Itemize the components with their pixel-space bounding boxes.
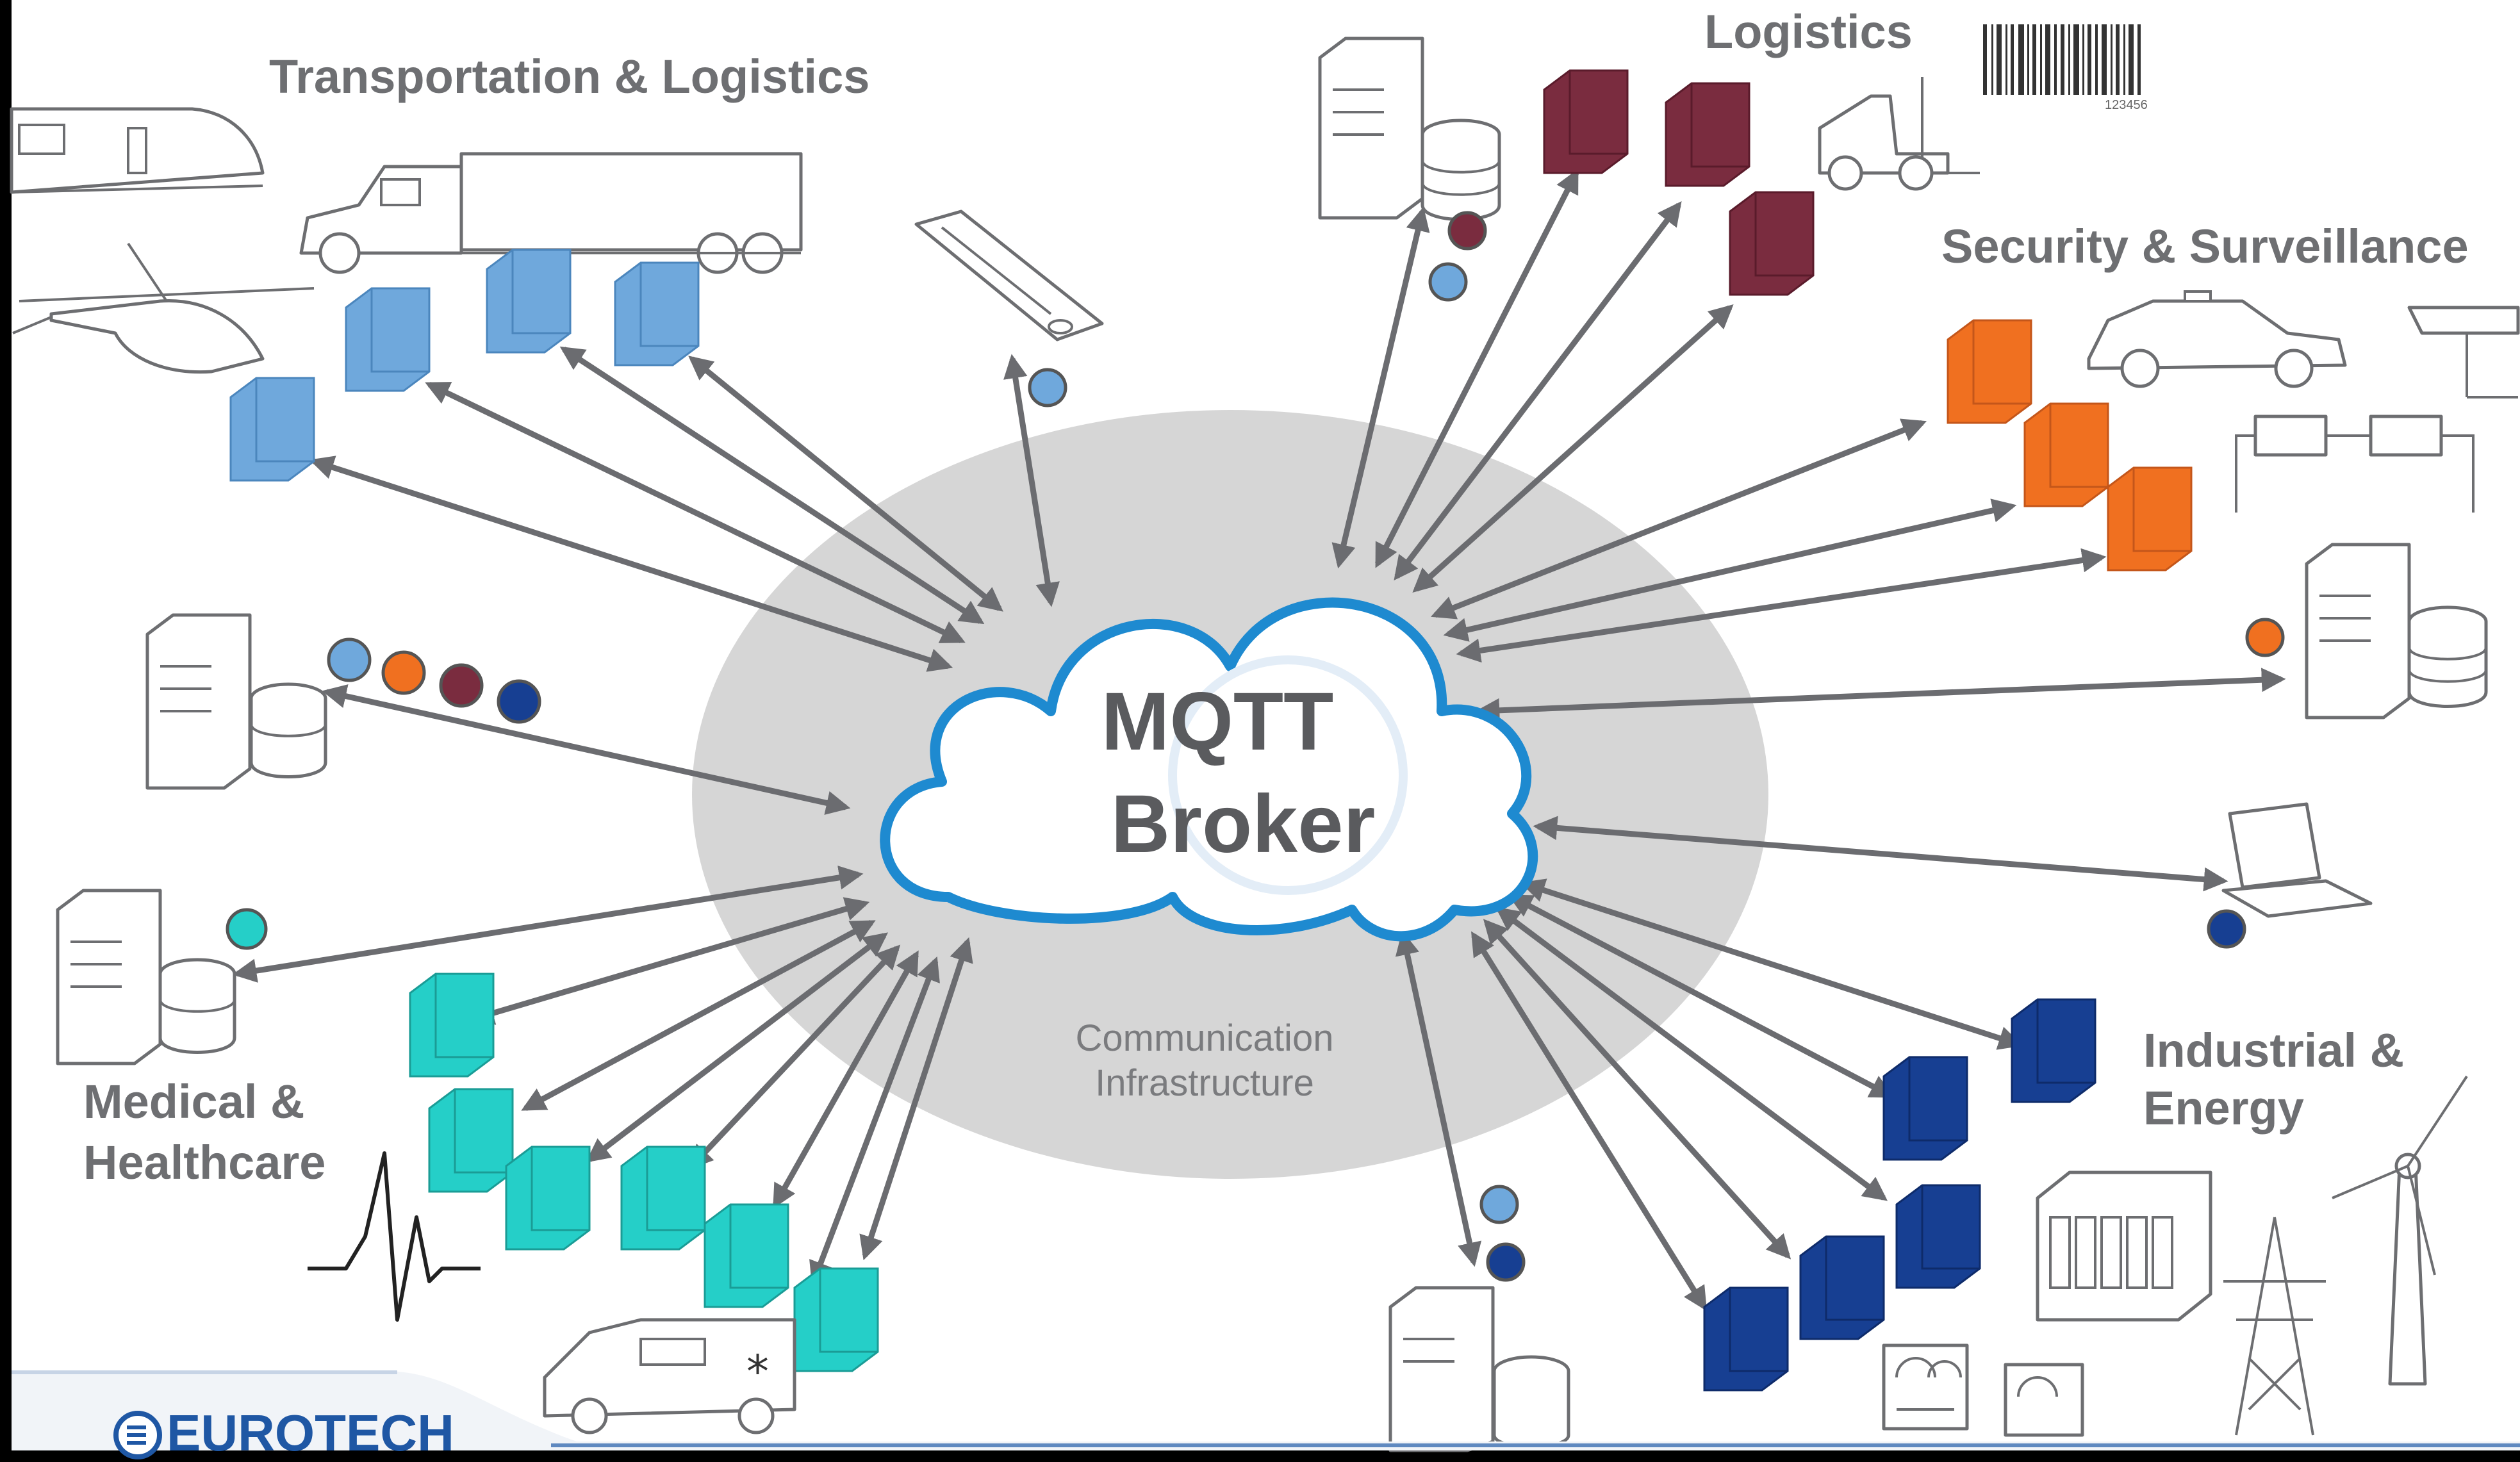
ambulance-icon: * [543,1318,796,1434]
security-devices [1947,319,2193,571]
transport-device-3 [486,249,572,354]
bottom-edge [0,1450,2520,1462]
security-device-2 [2023,402,2109,507]
sector-label-industrial-line2: Energy [2143,1081,2304,1135]
logistics-devices [1543,69,1815,296]
security-device-1 [1947,319,2032,424]
meter-icon [1882,1343,2084,1437]
laptop-icon [2221,802,2373,918]
broker-title-line1: MQTT [1101,676,1334,768]
transport-topic-dot [1428,262,1468,302]
bottom-server [1388,1185,1570,1452]
handheld-topic-dot [1028,368,1067,407]
server-icon [1318,37,1424,220]
logistics-server [1318,37,1501,302]
industrial-device-2 [1882,1056,1968,1161]
transport-device-2 [345,287,431,392]
wind-turbine-icon [2332,1075,2468,1386]
brand-name: EUROTECH [167,1404,454,1461]
medical-topic-dot-2 [381,650,426,695]
server-icon [2305,543,2411,719]
industrial-device-3 [1895,1184,1981,1289]
industrial-device-1 [2011,998,2096,1103]
database-icon [1421,119,1501,221]
helicopter-icon [12,242,315,374]
broker-title-line2: Broker [1111,778,1376,870]
transport-device-1 [229,377,315,482]
medical-device-5 [704,1203,789,1308]
security-topic-dot [2245,618,2285,657]
server-icon [1388,1286,1495,1452]
logistics-device-1 [1543,69,1629,174]
sector-label-logistics: Logistics [1704,5,1913,58]
arrow-medical-server-top [322,684,851,815]
bottom-topic-dot-2 [1486,1242,1526,1282]
arrow-bottom-server [1395,930,1482,1267]
medical-topic-dot-1 [327,637,372,682]
industrial-device-4 [1799,1235,1885,1340]
footer-band [12,1370,2520,1450]
arrow-security-server [1475,668,2286,723]
medical-device-4 [620,1146,706,1251]
bottom-topic-dot-1 [1479,1185,1519,1224]
industrial-device-5 [1703,1286,1789,1392]
medical-device-1 [409,973,495,1078]
security-server [2245,543,2488,719]
transport-device-4 [614,261,700,366]
handheld-device-icon [914,209,1104,341]
medical-device-3 [505,1146,591,1251]
database-icon [2407,605,2488,708]
barcode-icon: 123456 [1980,19,2148,112]
transport-devices [229,249,700,482]
sector-label-industrial-line1: Industrial & [2143,1024,2404,1077]
server-icon [56,889,162,1065]
medical-device-6 [793,1267,879,1372]
industrial-devices [1703,998,2096,1392]
surveillance-camera-icon [2235,306,2520,513]
arrow-handheld [1003,354,1060,607]
arrow-laptop [1533,816,2228,892]
infrastructure-label-line1: Communication [1076,1017,1334,1059]
medical-topic-dot-3 [439,663,484,708]
sector-label-medical-line1: Medical & [83,1075,304,1128]
security-device-3 [2107,466,2193,571]
database-icon [249,682,327,778]
train-icon [10,107,265,194]
connection-arrows [232,168,2286,1311]
logistics-topic-dot [1447,211,1487,251]
arrow-industrial-5 [1471,931,1707,1311]
logistics-device-2 [1665,82,1750,187]
sector-label-transport: Transportation & Logistics [269,50,869,103]
controller-icon [2036,1170,2212,1322]
eurotech-logo-icon [113,1411,162,1459]
power-pylon-icon [2223,1217,2326,1436]
barcode-number: 123456 [2105,98,2148,112]
medical-topic-dot [226,908,268,950]
heartbeat-icon [308,1151,481,1322]
police-car-icon [2087,290,2347,388]
sector-label-security: Security & Surveillance [1941,220,2469,273]
logistics-device-3 [1729,191,1815,296]
svg-text:*: * [746,1345,769,1398]
sector-label-medical-line2: Healthcare [83,1136,325,1189]
infrastructure-label-line2: Infrastructure [1095,1062,1314,1104]
medical-server [56,889,268,1065]
forklift-icon [1818,77,1980,191]
database-icon [158,958,236,1054]
medical-devices [409,973,879,1372]
arrow-security-3 [1456,548,2107,663]
medical-server-top [145,613,541,790]
truck-icon [299,152,803,274]
arrow-medical-7 [859,937,973,1261]
medical-topic-dot-4 [497,679,541,724]
database-icon [1492,1355,1570,1449]
mqtt-broker-cloud: MQTT Broker [880,597,1538,942]
laptop-topic-dot [2207,909,2246,949]
medical-device-2 [428,1088,514,1193]
server-icon [145,613,252,790]
left-edge [0,0,12,1462]
arrow-transport-4 [688,356,1003,612]
